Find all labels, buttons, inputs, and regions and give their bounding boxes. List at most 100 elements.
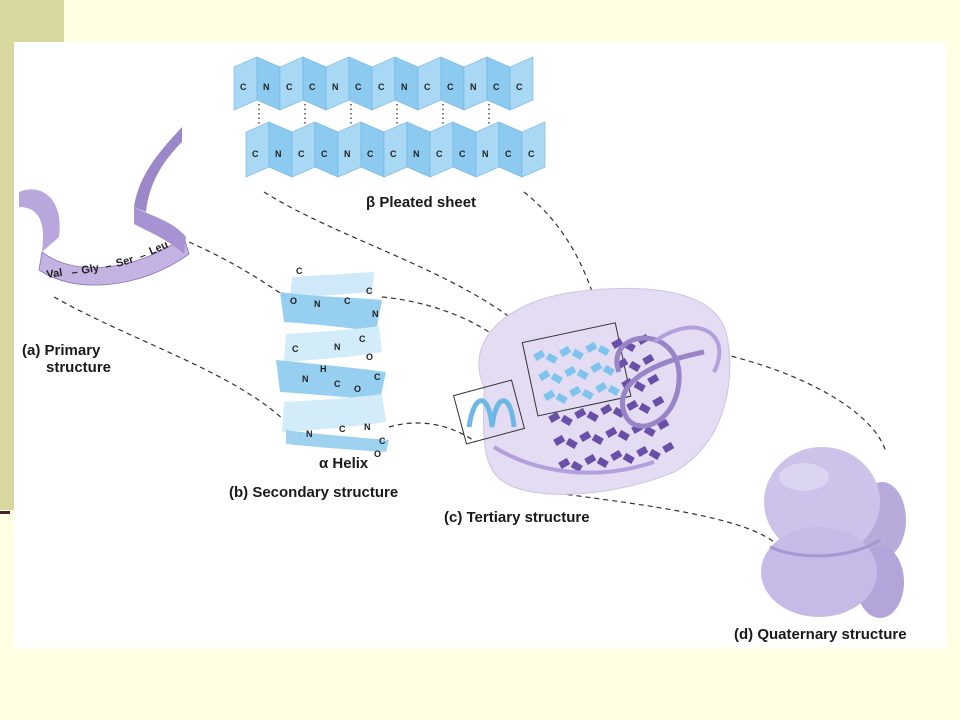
sheet-atom: C (309, 82, 316, 92)
helix-atom: C (366, 286, 373, 296)
tertiary-bead (579, 430, 592, 442)
ribbon-upper-loop (19, 189, 60, 252)
tertiary-bead (636, 445, 649, 457)
sheet-hbonds (258, 104, 490, 124)
sheet-atom: C (321, 149, 328, 159)
sheet-atom: N (275, 149, 282, 159)
connector-sheet-tertiary-left (263, 191, 535, 338)
tertiary-bead (605, 426, 618, 438)
tertiary-ribbon-bottom (492, 445, 655, 475)
helix-atom: O (374, 449, 381, 459)
label-tertiary: (c) Tertiary structure (444, 509, 590, 526)
sheet-atom: C (505, 149, 512, 159)
tertiary-bead (633, 380, 646, 392)
helix-atom: N (302, 374, 309, 384)
tertiary-bead (612, 406, 625, 418)
sheet-atom: C (493, 82, 500, 92)
subunit-bottom (761, 527, 877, 617)
tertiary-bead (564, 365, 577, 377)
sheet-atom: C (516, 82, 523, 92)
sequence-residue-2: Gly (80, 262, 100, 277)
ribbon-back-twist (134, 127, 182, 212)
tertiary-bead (610, 449, 623, 461)
helix-atom: C (339, 424, 346, 434)
sheet-pleat (521, 121, 546, 178)
helix-atom: C (296, 266, 303, 276)
tertiary-bead (600, 403, 613, 415)
sequence-dash-3: – (138, 249, 148, 262)
helix-band-front-3 (286, 430, 389, 452)
sheet-atom: C (436, 149, 443, 159)
tertiary-bead (570, 460, 583, 472)
sequence-dash-1: – (71, 266, 79, 279)
tertiary-bead (565, 437, 578, 449)
slide-accent-line (0, 511, 10, 514)
tertiary-bead (569, 385, 582, 397)
helix-atom: C (374, 372, 381, 382)
sheet-atom: N (413, 149, 420, 159)
sheet-atom: N (263, 82, 270, 92)
sequence-dash-2: – (104, 260, 112, 273)
helix-atom: C (334, 379, 341, 389)
sheet-atom: C (424, 82, 431, 92)
tertiary-bead (626, 399, 639, 411)
tertiary-bead (574, 407, 587, 419)
connector-helix-tertiary-bottom (388, 422, 477, 443)
sheet-atom: C (355, 82, 362, 92)
sheet-atom: C (367, 149, 374, 159)
tertiary-structure (452, 287, 731, 495)
tertiary-bead (638, 402, 651, 414)
tertiary-bead (548, 411, 561, 423)
tertiary-bead (643, 425, 656, 437)
sequence-residue-3: Ser (115, 254, 136, 270)
tertiary-bead (607, 384, 620, 396)
sheet-atom: N (401, 82, 408, 92)
helix-atom: C (359, 334, 366, 344)
helix-atom: N (372, 309, 379, 319)
helix-band-back-3 (282, 394, 386, 432)
label-pleated-sheet: β Pleated sheet (366, 194, 477, 211)
tertiary-bead (586, 410, 599, 422)
ribbon-front-rise (134, 207, 186, 254)
tertiary-bead (642, 353, 655, 365)
helix-atom: O (354, 384, 361, 394)
quaternary-structure (761, 447, 906, 618)
label-secondary: (b) Secondary structure (229, 484, 399, 501)
sheet-atom: C (528, 149, 535, 159)
tertiary-bead (584, 453, 597, 465)
tertiary-bead (595, 381, 608, 393)
subunit-highlight (779, 463, 829, 491)
sheet-atom: C (378, 82, 385, 92)
tertiary-bead (648, 448, 661, 460)
tertiary-bead (553, 434, 566, 446)
tertiary-bead (555, 392, 568, 404)
helix-atom: N (306, 429, 313, 439)
tertiary-bead (622, 452, 635, 464)
helix-atom: C (379, 436, 386, 446)
tertiary-bead (559, 345, 572, 357)
sequence-residue-1: Val (46, 267, 63, 281)
tertiary-bead (602, 364, 615, 376)
protein-structure-figure: Val – Gly – Ser – Leu C N C C N C C N C C N C C C N C C… (14, 42, 946, 648)
label-quaternary: (d) Quaternary structure (734, 626, 907, 643)
sheet-atom: C (286, 82, 293, 92)
tertiary-blob (478, 287, 731, 495)
sheet-atom: N (470, 82, 477, 92)
tertiary-bead (576, 368, 589, 380)
tertiary-strands (533, 333, 675, 472)
connector-sheet-tertiary-right (523, 191, 600, 313)
helix-band-back-1 (290, 272, 374, 298)
connector-lines (53, 191, 887, 543)
primary-ribbon: Val – Gly – Ser – Leu (19, 127, 190, 286)
helix-atom: C (344, 296, 351, 306)
tertiary-bead (533, 349, 546, 361)
tertiary-bead (597, 344, 610, 356)
tertiary-bead (611, 337, 624, 349)
helix-atom: O (290, 296, 297, 306)
sheet-atom: N (482, 149, 489, 159)
tertiary-bead (591, 433, 604, 445)
subunit-groove (769, 538, 881, 558)
tertiary-bead (585, 341, 598, 353)
tertiary-bead (545, 352, 558, 364)
